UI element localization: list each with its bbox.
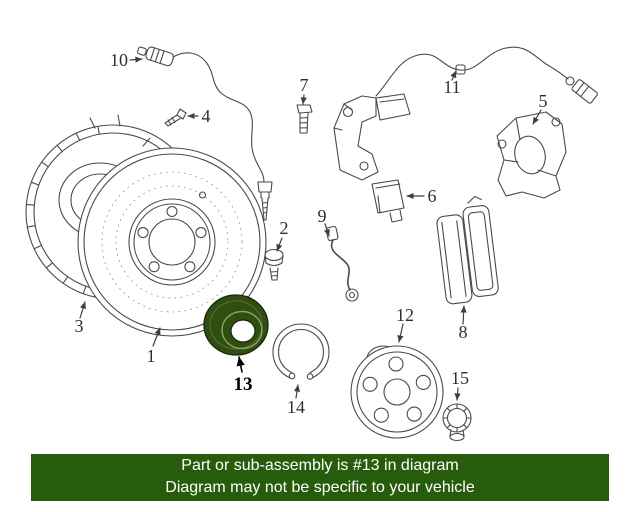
wheel-bearing-highlighted bbox=[203, 294, 269, 356]
label-14: 14 bbox=[287, 397, 305, 417]
carrier-bolt bbox=[296, 104, 313, 134]
rotor-bolt bbox=[264, 248, 284, 281]
label-11: 11 bbox=[443, 77, 460, 97]
note-banner: Part or sub-assembly is #13 in diagram D… bbox=[31, 454, 609, 501]
note-line-1: Part or sub-assembly is #13 in diagram bbox=[181, 457, 459, 474]
brake-pads bbox=[436, 195, 499, 305]
brake-rotor bbox=[77, 147, 267, 337]
caliper-carrier bbox=[333, 93, 411, 181]
label-5: 5 bbox=[539, 91, 548, 111]
arrow-11 bbox=[450, 70, 457, 81]
wheel-hub bbox=[350, 345, 444, 439]
caliper-housing bbox=[496, 111, 567, 199]
note-line-2: Diagram may not be specific to your vehi… bbox=[165, 479, 475, 496]
label-13: 13 bbox=[234, 374, 253, 395]
arrow-10 bbox=[129, 56, 143, 63]
label-9: 9 bbox=[318, 206, 327, 226]
label-12: 12 bbox=[396, 305, 414, 325]
label-4: 4 bbox=[202, 106, 211, 126]
arrow-14 bbox=[293, 384, 301, 399]
label-15: 15 bbox=[451, 368, 469, 388]
label-6: 6 bbox=[428, 186, 437, 206]
mounting-bracket bbox=[371, 179, 405, 223]
snap-ring bbox=[272, 323, 330, 386]
wear-sensor-cable bbox=[375, 46, 598, 104]
label-1: 1 bbox=[147, 346, 156, 366]
arrow-3 bbox=[79, 301, 87, 319]
label-10: 10 bbox=[110, 50, 128, 70]
abs-sensor bbox=[137, 46, 273, 221]
arrow-12 bbox=[397, 323, 404, 343]
label-3: 3 bbox=[75, 316, 84, 336]
arrow-2 bbox=[276, 237, 283, 252]
arrow-15 bbox=[454, 387, 461, 401]
arrow-7 bbox=[300, 94, 307, 105]
arrow-8 bbox=[460, 305, 467, 325]
arrow-5 bbox=[532, 109, 542, 125]
label-8: 8 bbox=[459, 322, 468, 342]
label-7: 7 bbox=[300, 75, 309, 95]
parts-diagram: 1 2 3 4 5 6 7 8 9 10 11 12 13 14 15 bbox=[25, 46, 598, 442]
label-2: 2 bbox=[280, 218, 289, 238]
arrow-9 bbox=[323, 223, 330, 237]
leader-arrows bbox=[79, 56, 542, 401]
shield-screw bbox=[164, 108, 187, 127]
arrow-13 bbox=[236, 356, 245, 373]
callout-labels: 1 2 3 4 5 6 7 8 9 10 11 12 13 14 15 bbox=[75, 50, 548, 417]
sensor-wire bbox=[325, 225, 359, 302]
arrow-1 bbox=[152, 327, 161, 347]
lock-nut bbox=[442, 403, 472, 442]
